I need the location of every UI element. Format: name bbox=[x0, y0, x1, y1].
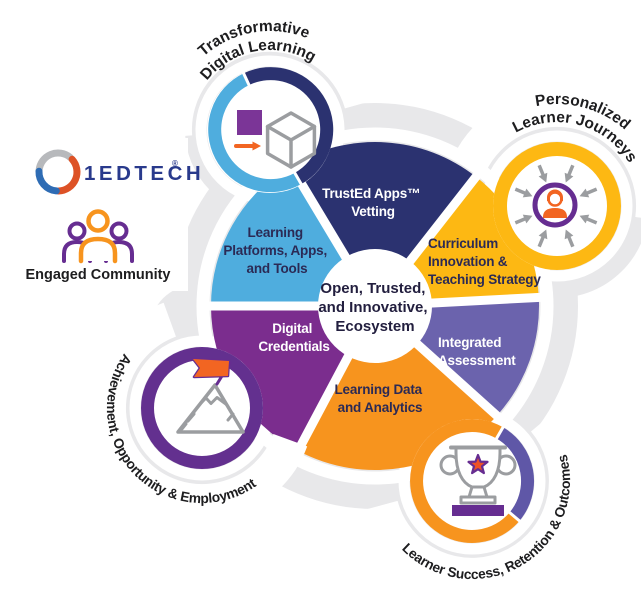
ring-segment-orange bbox=[410, 418, 520, 543]
satellite-disc bbox=[141, 347, 263, 469]
community-panel: 1EDTECH ® Engaged Community bbox=[0, 138, 204, 291]
registered-mark: ® bbox=[172, 159, 178, 168]
ring-segment-navy bbox=[243, 67, 334, 185]
trophy-tier bbox=[459, 495, 497, 505]
slope-marks bbox=[180, 412, 235, 431]
wedge-labels: TrustEd Apps™ Vetting Curriculum Innovat… bbox=[223, 186, 541, 415]
person-ring bbox=[532, 182, 578, 228]
person-icon bbox=[543, 189, 567, 218]
banner-transformative bbox=[155, 15, 380, 138]
satellite-transformative bbox=[207, 67, 334, 193]
wedge-label-analytics: Learning Data and Analytics bbox=[335, 382, 426, 415]
cube-arrow-icon bbox=[234, 110, 317, 169]
banner-personalized bbox=[452, 90, 641, 219]
ring-segment-slate bbox=[496, 427, 534, 521]
cube-edges bbox=[265, 124, 317, 169]
banner-learner-success bbox=[362, 408, 585, 594]
satellite-personalized bbox=[493, 142, 621, 270]
center-hub-label: Open, Trusted, and Innovative, Ecosystem bbox=[318, 280, 431, 335]
wedge-label-assessment: Integrated Assessment bbox=[438, 335, 516, 368]
ring-segment-gaps bbox=[240, 68, 305, 189]
star-icon bbox=[467, 453, 489, 475]
ring-segment-yellow bbox=[493, 142, 621, 270]
satellite-achievement bbox=[141, 347, 263, 469]
ring-segment-gaps bbox=[494, 422, 525, 526]
wedge-label-platforms: Learning Platforms, Apps, and Tools bbox=[223, 225, 330, 276]
purple-square bbox=[237, 110, 262, 135]
banner-achievement bbox=[90, 302, 308, 520]
flag-icon bbox=[191, 357, 232, 386]
wedge-label-credentials: Digital Credentials bbox=[258, 321, 329, 354]
brand-wordmark: 1EDTECH bbox=[84, 162, 204, 185]
arrow-right-icon bbox=[234, 141, 261, 151]
trophy-icon bbox=[439, 445, 517, 516]
wedge-trusted-apps bbox=[290, 142, 476, 306]
logo-swirl-icon bbox=[35, 149, 81, 195]
snow-line bbox=[198, 396, 228, 406]
ring-segment-purple bbox=[141, 347, 263, 469]
banner-bands bbox=[90, 15, 641, 594]
center-hub bbox=[318, 249, 432, 363]
trophy-base bbox=[452, 505, 504, 516]
wedge-label-curriculum: Curriculum Innovation & Teaching Strateg… bbox=[428, 236, 541, 287]
community-label: Engaged Community bbox=[25, 267, 170, 283]
ring-segment-blue bbox=[208, 73, 302, 193]
wedge-label-trusted-apps: TrustEd Apps™ Vetting bbox=[322, 186, 424, 219]
mountain-icon bbox=[176, 383, 245, 434]
mountain-flag-icon bbox=[176, 357, 245, 434]
people-icon bbox=[62, 209, 134, 264]
satellite-learner-success bbox=[410, 418, 534, 543]
person-inward-arrows-icon bbox=[511, 161, 601, 251]
